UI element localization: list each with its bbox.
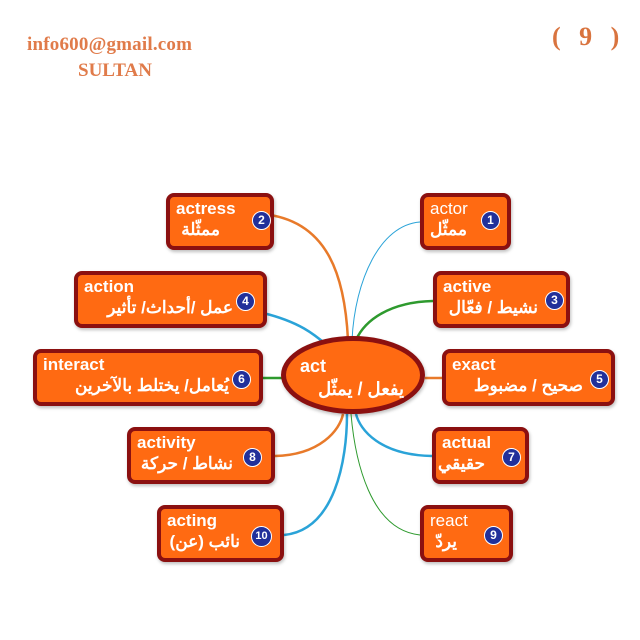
node-ar-label: حقيقي [437,454,485,473]
number-badge: 5 [590,370,609,389]
node-react: react 9 يردّ [420,505,513,562]
node-actual: actual 7 حقيقي [432,427,529,484]
node-ar-label: نشيط / فعّال [448,298,538,317]
node-actress: actress 2 ممثّلة [166,193,274,250]
node-en-label: exact [452,355,496,374]
number-badge: 3 [545,291,564,310]
node-ar-label: ممثّل [430,220,467,239]
number-badge: 9 [484,526,503,545]
node-ar-label: يردّ [435,532,457,551]
node-en-label: activity [137,433,196,452]
node-en-label: actual [442,433,492,452]
node-en-label: action [84,277,135,296]
number-badge: 10 [251,526,272,547]
node-en-label: interact [43,355,105,374]
link-actress [261,212,350,341]
number-badge: 7 [502,448,521,467]
node-ar-label: نشاط / حركة [140,454,233,473]
node-ar-label: نائب (عن) [169,532,240,551]
node-ar-label: صحيح / مضبوط [473,376,583,395]
number-badge: 2 [252,211,271,230]
node-actor: actor 1 ممثّل [420,193,511,250]
node-en-label: acting [167,511,218,530]
link-react [350,413,421,536]
node-activity: activity 8 نشاط / حركة [127,427,275,484]
center-node-act: act يفعل / يمثّل [281,336,425,414]
center-en-label: act [300,356,327,376]
number-badge: 8 [243,448,262,467]
link-activity [274,413,345,458]
number-badge: 1 [481,211,500,230]
link-actor [351,221,421,341]
link-actual [354,413,433,458]
node-acting: acting 10 نائب (عن) [157,505,284,562]
node-ar-label: ممثّلة [181,220,220,239]
node-exact: exact 5 صحيح / مضبوط [442,349,615,406]
header-email: info600@gmail.com [27,34,193,55]
number-badge: 4 [236,292,255,311]
page-number: ( 9 ) [552,22,626,51]
link-acting [283,413,349,537]
node-en-label: actor [430,199,468,218]
center-ar-label: يفعل / يمثّل [318,379,404,399]
node-en-label: active [443,277,492,296]
node-interact: interact 6 يُعامل/ يختلط بالآخرين [33,349,263,406]
node-ar-label: عمل /أحداث/ تأثير [107,298,233,317]
header-author-name: SULTAN [78,60,152,81]
node-action: action 4 عمل /أحداث/ تأثير [74,271,267,328]
node-en-label: actress [176,199,236,218]
link-active [354,299,434,341]
node-ar-label: يُعامل/ يختلط بالآخرين [74,376,229,395]
number-badge: 6 [232,370,251,389]
node-en-label: react [430,511,468,530]
node-active: active 3 نشيط / فعّال [433,271,570,328]
